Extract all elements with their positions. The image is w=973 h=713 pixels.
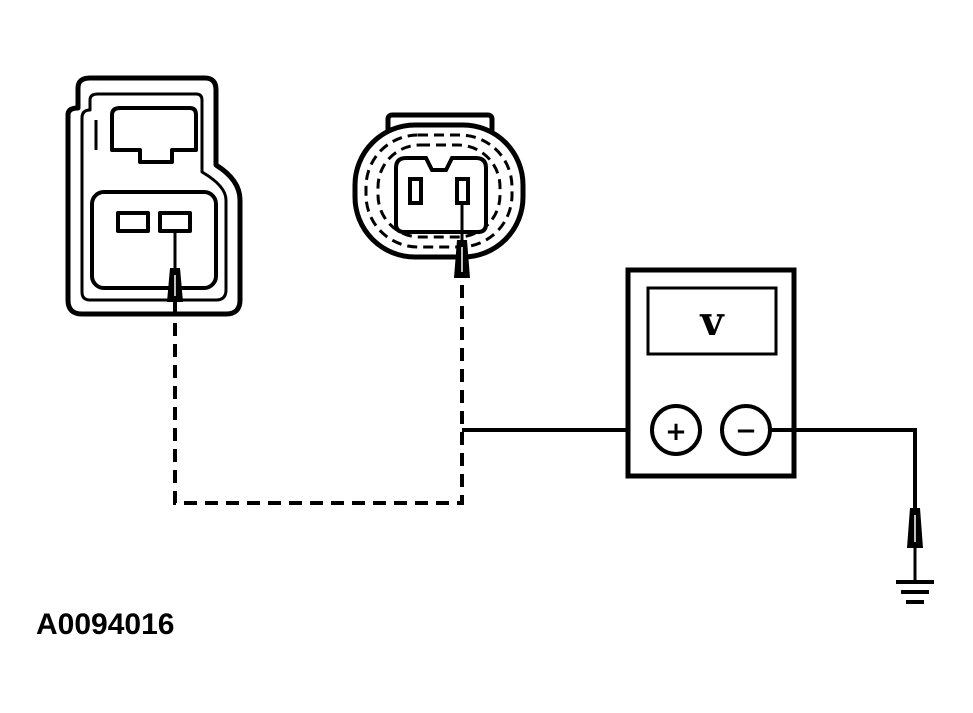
positive-terminal-sign: + (665, 417, 687, 447)
jumper-wire (173, 278, 464, 505)
ground-symbol-icon (896, 580, 934, 604)
test-probe-icon (454, 203, 470, 278)
voltmeter-icon: v + − (625, 267, 797, 479)
test-probe-icon (167, 232, 183, 302)
negative-terminal-sign: − (735, 416, 757, 446)
positive-terminal (650, 404, 702, 456)
figure-id: A0094016 (36, 608, 175, 641)
test-probe-icon (907, 508, 923, 580)
meter-display-label: v (699, 298, 725, 345)
sensor-connector-icon (352, 112, 526, 260)
negative-lead (770, 428, 917, 516)
harness-connector-icon (65, 75, 243, 317)
